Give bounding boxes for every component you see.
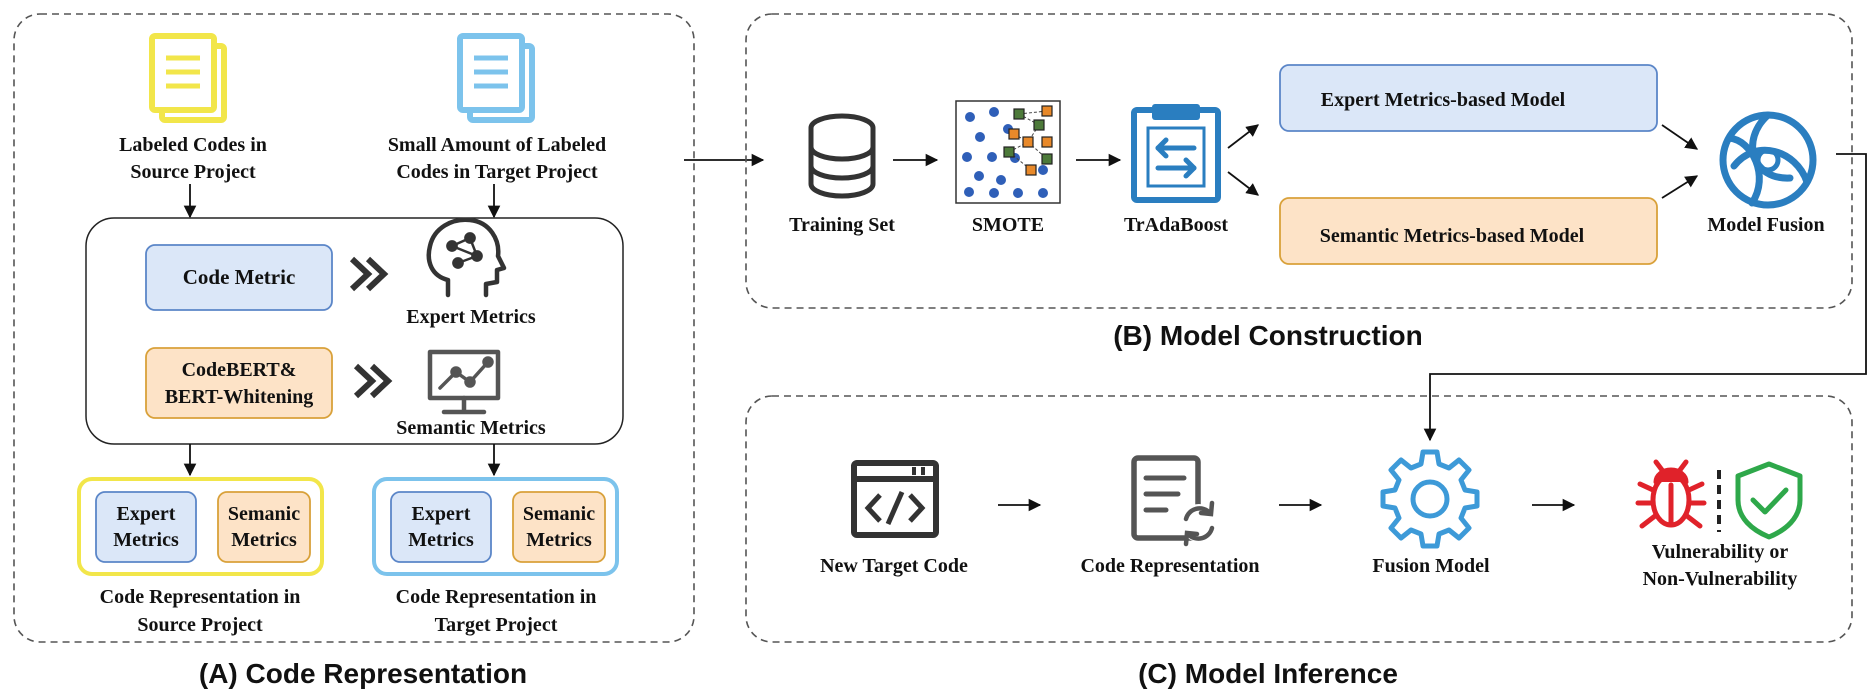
- panel-a-title: (A) Code Representation: [199, 658, 527, 689]
- source-expert-box: [95, 491, 197, 563]
- source-document-icon: [149, 33, 227, 123]
- arrow-to-semantic-model: [1227, 171, 1259, 196]
- code-representation-icon: [1131, 455, 1218, 547]
- semantic-model-box: [1279, 197, 1658, 265]
- source-representation-box: [77, 477, 324, 576]
- code-representation-label: Code Representation: [1080, 555, 1259, 577]
- arrow-to-expert-model: [1227, 124, 1259, 149]
- monitor-chart-icon: [427, 349, 501, 415]
- target-doc-label-1: Small Amount of Labeled: [388, 134, 606, 156]
- codebert-label-1: CodeBERT&: [182, 359, 297, 381]
- source-doc-label-2: Source Project: [130, 161, 256, 183]
- result-label-2: Non-Vulnerability: [1643, 568, 1798, 590]
- target-representation-box: [372, 477, 619, 576]
- source-semanic-label-2: Metrics: [231, 529, 297, 551]
- panel-b-title: (B) Model Construction: [1113, 320, 1423, 351]
- source-caption-1: Code Representation in: [100, 586, 301, 608]
- semantic-model-label: Semantic Metrics-based Model: [1320, 225, 1585, 247]
- target-semanic-box: [512, 491, 606, 563]
- panel-b-border: [745, 13, 1853, 309]
- smote-scatter-icon: [955, 100, 1061, 204]
- code-window-icon: [851, 460, 939, 538]
- source-expert-label-2: Metrics: [113, 529, 179, 551]
- expert-metrics-label: Expert Metrics: [406, 306, 536, 328]
- semantic-metrics-label: Semantic Metrics: [396, 417, 546, 439]
- codebert-label-2: BERT-Whitening: [165, 386, 314, 408]
- source-doc-label-1: Labeled Codes in: [119, 134, 267, 156]
- fusion-model-label: Fusion Model: [1372, 555, 1490, 577]
- target-document-icon: [457, 33, 535, 123]
- panel-c-title: (C) Model Inference: [1138, 658, 1398, 689]
- target-expert-label-1: Expert: [412, 503, 471, 525]
- new-target-code-label: New Target Code: [820, 555, 968, 577]
- target-expert-box: [390, 491, 492, 563]
- source-semanic-box: [217, 491, 311, 563]
- expert-model-box: [1279, 64, 1658, 132]
- bug-icon: [1635, 459, 1707, 529]
- gear-icon: [1380, 449, 1480, 549]
- code-metric-box: [145, 244, 333, 311]
- source-caption-2: Source Project: [137, 614, 263, 636]
- arrow-fusion-to-inference: [1423, 153, 1867, 442]
- codebert-box: [145, 347, 333, 419]
- arrow-semantic-to-fusion: [1661, 175, 1699, 199]
- panel-a-border: [13, 13, 695, 643]
- chevron-right-icon: [353, 363, 393, 399]
- model-fusion-label: Model Fusion: [1707, 214, 1824, 236]
- feature-extraction-box: [85, 217, 624, 445]
- target-expert-label-2: Metrics: [408, 529, 474, 551]
- source-semanic-label-1: Semanic: [228, 503, 300, 525]
- source-expert-label-1: Expert: [117, 503, 176, 525]
- target-caption-2: Target Project: [435, 614, 558, 636]
- training-set-label: Training Set: [789, 214, 895, 236]
- tradaboost-label: TrAdaBoost: [1124, 214, 1228, 236]
- target-caption-1: Code Representation in: [396, 586, 597, 608]
- database-icon: [808, 113, 876, 199]
- result-label-1: Vulnerability or: [1652, 541, 1789, 563]
- tradaboost-clipboard-icon: [1131, 104, 1221, 203]
- expert-model-label: Expert Metrics-based Model: [1321, 89, 1566, 111]
- target-semanic-label-1: Semanic: [523, 503, 595, 525]
- shield-check-icon: [1735, 461, 1803, 540]
- code-metric-label: Code Metric: [183, 265, 296, 289]
- expert-head-icon: [426, 217, 507, 298]
- panel-c-border: [745, 395, 1853, 643]
- chevron-right-icon: [349, 256, 389, 292]
- target-semanic-label-2: Metrics: [526, 529, 592, 551]
- smote-label: SMOTE: [972, 214, 1044, 236]
- target-doc-label-2: Codes in Target Project: [396, 161, 598, 183]
- model-fusion-icon: [1719, 111, 1817, 209]
- arrow-expert-to-fusion: [1661, 124, 1699, 150]
